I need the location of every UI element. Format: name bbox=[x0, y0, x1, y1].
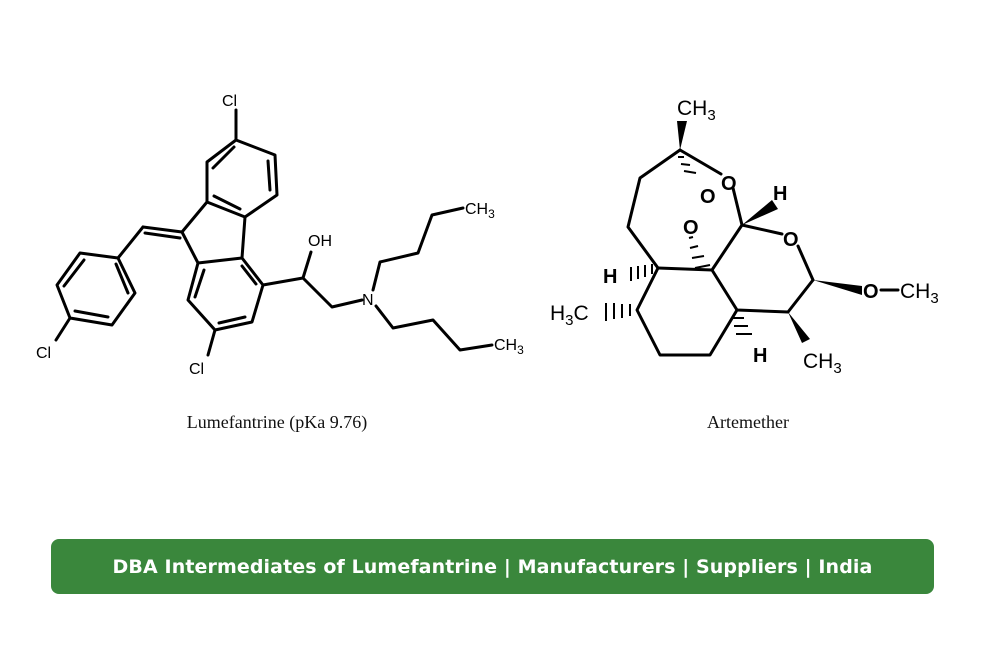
banner-text: DBA Intermediates of Lumefantrine | Manu… bbox=[112, 555, 873, 578]
label-h-left: H bbox=[603, 266, 617, 288]
label-h-top: H bbox=[773, 183, 787, 205]
label-h-bottom: H bbox=[753, 345, 767, 367]
label-ch3-bottom: CH3 bbox=[803, 350, 842, 377]
label-n: N bbox=[362, 292, 374, 309]
label-ch3-lower: CH3 bbox=[494, 337, 524, 357]
label-ch3-top: CH3 bbox=[677, 97, 716, 124]
label-oh: OH bbox=[308, 233, 332, 250]
title-banner: DBA Intermediates of Lumefantrine | Manu… bbox=[51, 539, 934, 594]
label-ch3-upper: CH3 bbox=[465, 201, 495, 221]
label-h3c-left: H3C bbox=[550, 302, 589, 329]
label-cl-bottom: Cl bbox=[189, 361, 204, 378]
label-o-peroxide-lower: O bbox=[683, 217, 699, 239]
label-o-bridge: O bbox=[721, 173, 737, 195]
label-o-peroxide-upper: O bbox=[700, 186, 716, 208]
label-o-methoxy: O bbox=[863, 281, 879, 303]
lumefantrine-caption: Lumefantrine (pKa 9.76) bbox=[186, 412, 368, 432]
artemether-structure: CH3 O O O H O O CH3 H H3C H CH3 bbox=[550, 97, 939, 377]
label-cl-left: Cl bbox=[36, 345, 51, 362]
label-cl-top: Cl bbox=[222, 93, 237, 110]
lumefantrine-structure: Cl Cl Cl OH N CH3 CH3 bbox=[36, 93, 524, 378]
artemether-caption: Artemether bbox=[707, 412, 789, 432]
label-o-ring: O bbox=[783, 229, 799, 251]
label-ch3-methoxy: CH3 bbox=[900, 280, 939, 307]
